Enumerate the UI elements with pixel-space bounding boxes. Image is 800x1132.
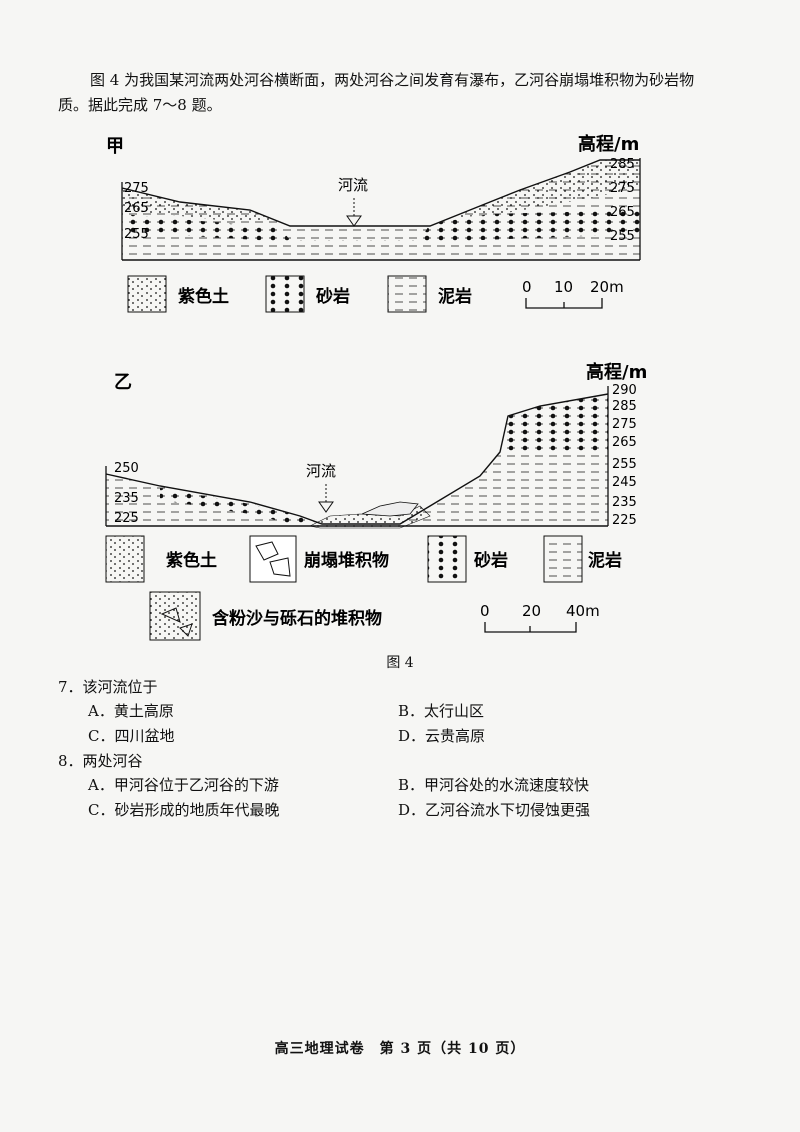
legend-label: 泥岩 [588, 550, 622, 571]
question-8-stem: 8．两处河谷 [58, 752, 143, 770]
water-level-icon [346, 215, 362, 227]
jia-right-tick: 275 [610, 181, 635, 196]
legend-label: 砂岩 [316, 286, 350, 307]
jia-elev-title: 高程/m [578, 133, 639, 155]
legend-swatch-sandstone [427, 535, 467, 583]
question-7-stem: 7．该河流位于 [58, 678, 158, 696]
legend-label: 紫色土 [166, 550, 217, 571]
yi-right-tick: 235 [612, 495, 637, 510]
legend-label: 泥岩 [438, 286, 472, 307]
jia-left-tick: 255 [124, 227, 149, 242]
yi-right-tick: 265 [612, 435, 637, 450]
scale-bar [484, 622, 577, 633]
yi-left-tick: 235 [114, 491, 139, 506]
water-level-icon [318, 501, 334, 513]
jia-right-tick: 285 [610, 157, 635, 172]
legend-swatch-purple-soil [127, 275, 167, 313]
scale-label: 0 [480, 602, 490, 620]
rock-fragments-icon [255, 541, 291, 577]
scale-label: 0 [522, 278, 532, 296]
jia-river-label: 河流 [338, 176, 368, 194]
scale-bar [525, 298, 603, 309]
jia-left-tick: 275 [124, 181, 149, 196]
intro-text: 图 4 为我国某河流两处河谷横断面，两处河谷之间发育有瀑布，乙河谷崩塌堆积物为砂… [58, 71, 695, 114]
cross-section-jia: 甲 高程/m 275 265 255 285 275 265 255 河流 紫色… [106, 133, 641, 313]
scale-label: 40m [566, 602, 600, 620]
yi-river-label: 河流 [306, 462, 336, 480]
question-8-option-d[interactable]: D．乙河谷流水下切侵蚀更强 [398, 801, 591, 819]
question-8-option-b[interactable]: B．甲河谷处的水流速度较快 [398, 776, 590, 794]
yi-right-tick: 275 [612, 417, 637, 432]
jia-left-tick: 265 [124, 201, 149, 216]
legend-swatch-mudstone [387, 275, 427, 313]
gravel-icon [160, 607, 193, 637]
question-7-option-b[interactable]: B．太行山区 [398, 702, 485, 720]
legend-swatch-purple-soil [105, 535, 145, 583]
legend-label: 紫色土 [178, 286, 229, 307]
legend-label: 砂岩 [474, 550, 508, 571]
scale-label: 10 [554, 278, 573, 296]
question-7-option-c[interactable]: C．四川盆地 [88, 727, 175, 745]
yi-right-tick: 255 [612, 457, 637, 472]
legend-swatch-silt-gravel [149, 591, 201, 641]
yi-right-tick: 290 [612, 383, 637, 398]
scale-label: 20 [522, 602, 541, 620]
legend-label: 崩塌堆积物 [304, 550, 389, 571]
legend-swatch-mudstone [543, 535, 583, 583]
question-8-option-a[interactable]: A．甲河谷位于乙河谷的下游 [88, 776, 279, 794]
question-7-option-d[interactable]: D．云贵高原 [398, 727, 486, 745]
question-7-option-a[interactable]: A．黄土高原 [88, 702, 174, 720]
page-footer: 高三地理试卷 第 3 页（共 10 页） [274, 1041, 526, 1057]
yi-left-tick: 225 [114, 511, 139, 526]
yi-elev-title: 高程/m [586, 361, 647, 383]
yi-right-tick: 245 [612, 475, 637, 490]
cross-section-yi: 乙 高程/m 250 235 225 290 285 275 265 255 2… [105, 361, 647, 641]
yi-right-tick: 225 [612, 513, 637, 528]
yi-right-tick: 285 [612, 399, 637, 414]
jia-title: 甲 [106, 136, 124, 157]
figure-caption: 图 4 [386, 655, 414, 671]
yi-title: 乙 [114, 372, 132, 393]
legend-swatch-sandstone [265, 275, 305, 313]
jia-right-tick: 265 [610, 205, 635, 220]
scale-label: 20m [590, 278, 624, 296]
legend-label: 含粉沙与砾石的堆积物 [212, 608, 382, 629]
question-8-option-c[interactable]: C．砂岩形成的地质年代最晚 [88, 801, 280, 819]
jia-right-tick: 255 [610, 229, 635, 244]
yi-left-tick: 250 [114, 461, 139, 476]
